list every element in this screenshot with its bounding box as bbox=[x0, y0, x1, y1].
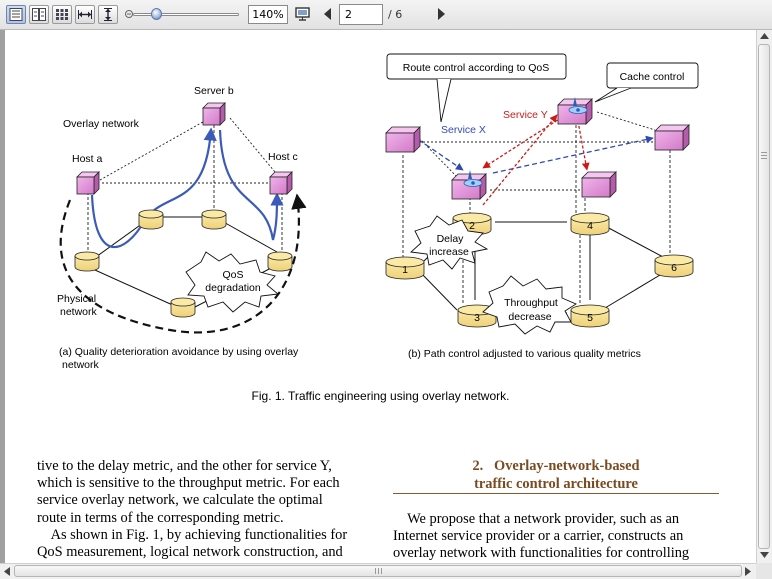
scroll-grip bbox=[761, 158, 767, 159]
panel-a-caption-line-2: network bbox=[62, 359, 100, 371]
presentation-mode-button[interactable] bbox=[293, 5, 313, 24]
section-heading-line-2: traffic control architecture bbox=[474, 475, 638, 492]
text-line: As shown in Fig. 1, by achieving functio… bbox=[37, 526, 348, 543]
thumbnails-icon bbox=[56, 9, 68, 20]
service-y-label: Service Y bbox=[503, 109, 548, 121]
scroll-grip bbox=[381, 568, 382, 574]
scroll-grip bbox=[761, 152, 767, 153]
two-page-icon bbox=[32, 8, 46, 21]
page-number-field[interactable]: 2 bbox=[339, 4, 383, 25]
left-column-text: tive to the delay metric, and the other … bbox=[37, 458, 363, 561]
fit-width-button[interactable] bbox=[75, 5, 95, 24]
presentation-icon bbox=[295, 7, 310, 21]
scroll-grip bbox=[761, 155, 767, 156]
node-5-label: 5 bbox=[587, 312, 593, 324]
node-4-label: 4 bbox=[587, 220, 593, 232]
text-line: Internet service provider or a carrier, … bbox=[393, 528, 684, 545]
scrollbar-corner bbox=[756, 563, 772, 579]
text-line: which is sensitive to the throughput met… bbox=[37, 475, 340, 492]
section-heading-line-1: 2. Overlay-network-based bbox=[472, 458, 640, 474]
delay-increase-label-2: increase bbox=[429, 246, 469, 258]
throughput-decrease-label-2: decrease bbox=[508, 311, 551, 323]
text-line: overlay network with functionalities for… bbox=[393, 545, 690, 562]
route-control-label: Route control according to QoS bbox=[403, 62, 550, 74]
scroll-grip bbox=[378, 568, 379, 574]
qos-degradation-label-1: QoS bbox=[222, 269, 243, 281]
scroll-right-icon[interactable] bbox=[745, 567, 752, 576]
section-heading: 2. Overlay-network-based traffic control… bbox=[393, 458, 719, 493]
two-page-view-button[interactable] bbox=[29, 5, 49, 24]
panel-b-caption: (b) Path control adjusted to various qua… bbox=[408, 348, 641, 360]
panel-a-quality-avoidance: QoS degradation Server b Overlay network… bbox=[57, 85, 307, 371]
section-divider bbox=[393, 493, 719, 494]
figure-caption: Fig. 1. Traffic engineering using overla… bbox=[251, 389, 510, 403]
service-x-label: Service X bbox=[441, 124, 486, 136]
cache-control-label: Cache control bbox=[620, 71, 685, 83]
viewer-toolbar: 140% 2 / 6 bbox=[0, 0, 772, 30]
previous-page-icon[interactable] bbox=[324, 8, 332, 20]
fit-width-icon bbox=[78, 10, 92, 19]
scroll-left-icon[interactable] bbox=[4, 567, 11, 576]
document-viewport[interactable]: QoS degradation Server b Overlay network… bbox=[0, 30, 756, 563]
scroll-down-icon[interactable] bbox=[760, 552, 769, 559]
server-b-label: Server b bbox=[194, 85, 234, 97]
pdf-page: QoS degradation Server b Overlay network… bbox=[5, 30, 756, 563]
delay-increase-label-1: Delay bbox=[437, 233, 465, 245]
node-2-label: 2 bbox=[469, 220, 475, 232]
host-a-label: Host a bbox=[72, 153, 103, 165]
page-total: / 6 bbox=[388, 8, 403, 21]
vertical-scroll-thumb[interactable] bbox=[758, 44, 770, 549]
right-column-text: We propose that a network provider, such… bbox=[393, 511, 719, 563]
fit-height-icon bbox=[104, 8, 112, 21]
figure-1: QoS degradation Server b Overlay network… bbox=[57, 53, 699, 371]
text-line: QoS measurement, logical network constru… bbox=[37, 544, 343, 561]
qos-degradation-label-2: degradation bbox=[205, 282, 261, 294]
physical-network-label-1: Physical bbox=[57, 293, 96, 305]
next-page-icon[interactable] bbox=[437, 8, 445, 20]
zoom-out-icon[interactable] bbox=[125, 9, 133, 19]
node-6-label: 6 bbox=[671, 262, 677, 274]
zoom-level-field[interactable]: 140% bbox=[248, 5, 288, 24]
scroll-up-icon[interactable] bbox=[760, 33, 769, 40]
thumbnails-button[interactable] bbox=[52, 5, 72, 24]
single-page-view-button[interactable] bbox=[6, 5, 26, 24]
fit-height-button[interactable] bbox=[98, 5, 118, 24]
text-line: tive to the delay metric, and the other … bbox=[37, 458, 332, 474]
overlay-network-label: Overlay network bbox=[63, 118, 140, 130]
panel-b-path-control: Route control according to QoS Cache con… bbox=[385, 53, 699, 360]
text-line: We propose that a network provider, such… bbox=[393, 511, 680, 527]
node-3-label: 3 bbox=[474, 312, 480, 324]
node-1-label: 1 bbox=[402, 264, 408, 276]
text-line: route in terms of the corresponding metr… bbox=[37, 509, 284, 526]
throughput-decrease-label-1: Throughput bbox=[504, 297, 558, 309]
host-c-label: Host c bbox=[268, 151, 298, 163]
panel-a-caption-line-1: (a) Quality deterioration avoidance by u… bbox=[59, 346, 299, 358]
zoom-slider-track[interactable] bbox=[133, 13, 239, 16]
zoom-slider-thumb[interactable] bbox=[151, 8, 162, 20]
physical-network-label-2: network bbox=[60, 306, 98, 318]
text-line: service overlay network, we calculate th… bbox=[37, 492, 323, 509]
scroll-grip bbox=[375, 568, 376, 574]
single-page-icon bbox=[9, 8, 23, 21]
